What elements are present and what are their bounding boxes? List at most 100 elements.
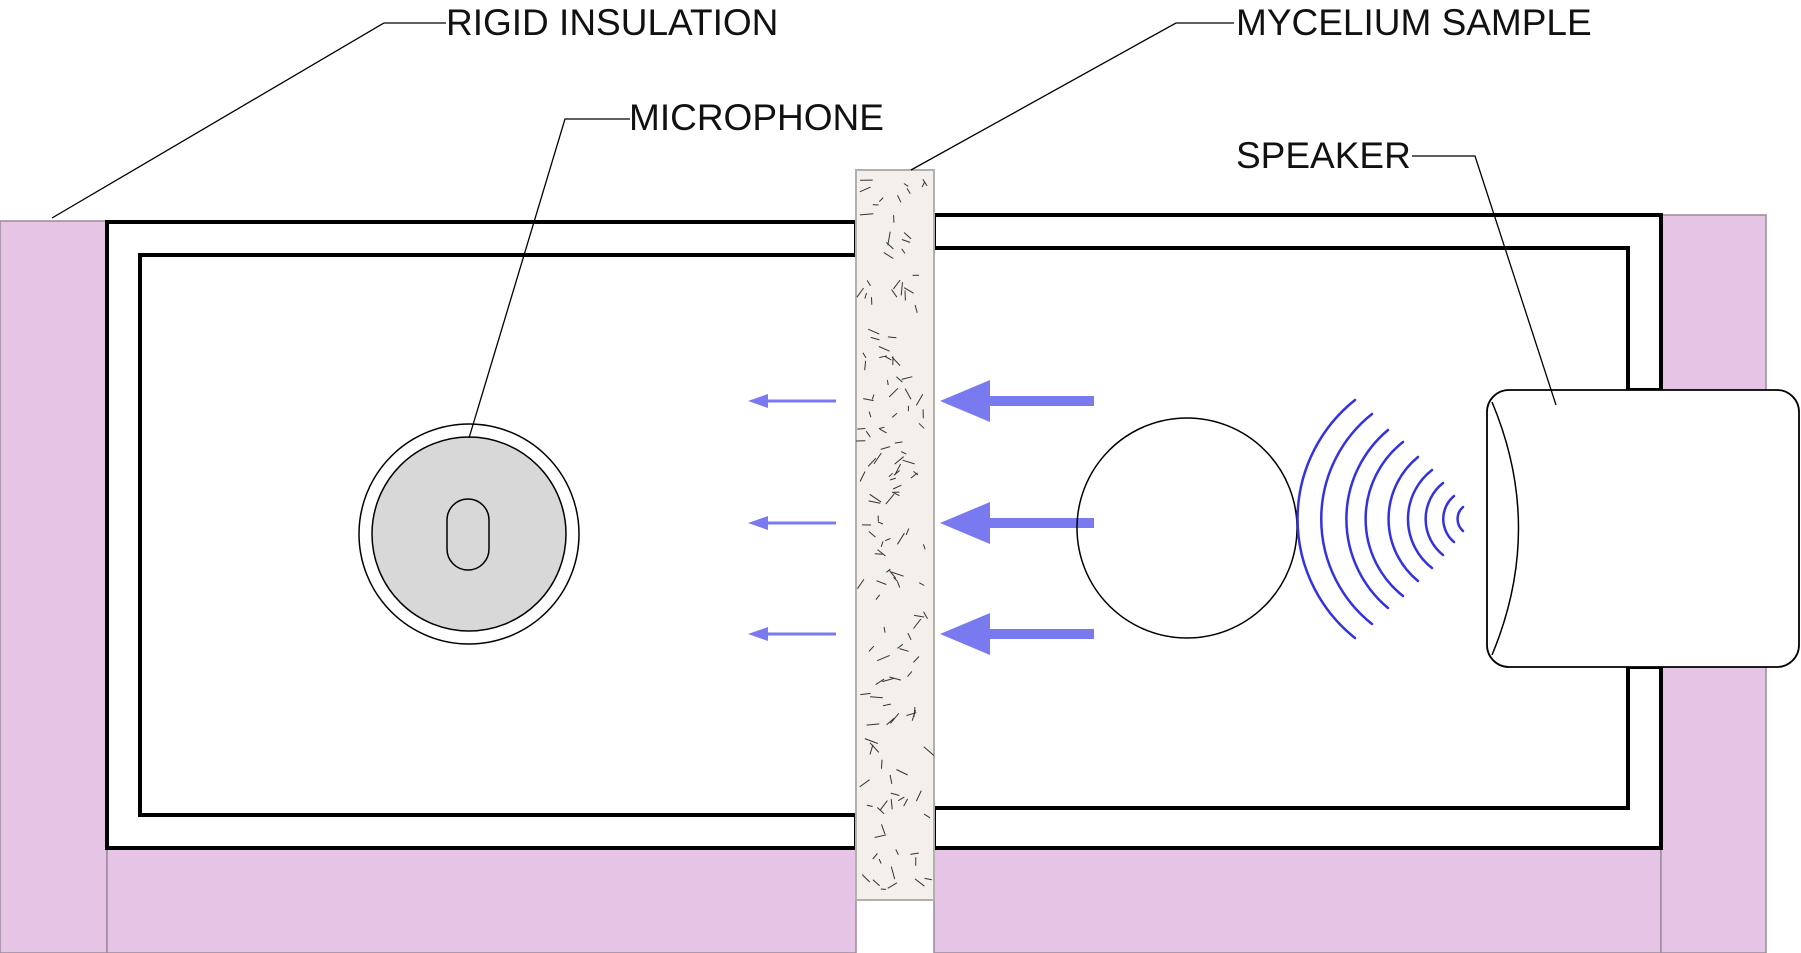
mycelium-fiber bbox=[875, 594, 881, 601]
mycelium-fiber bbox=[878, 346, 890, 352]
mycelium-fiber bbox=[856, 579, 865, 589]
mycelium-fiber bbox=[870, 696, 883, 699]
mycelium-fiber bbox=[891, 289, 898, 298]
mycelium-fiber bbox=[872, 879, 880, 887]
mycelium-fiber bbox=[868, 500, 881, 504]
mycelium-fiber bbox=[864, 360, 867, 371]
mycelium-fiber bbox=[910, 852, 919, 855]
mycelium-fiber bbox=[891, 571, 904, 577]
mycelium-fiber bbox=[861, 874, 871, 883]
mycelium-fiber bbox=[913, 471, 919, 476]
mycelium-fiber bbox=[875, 678, 885, 686]
mycelium-fiber bbox=[907, 632, 912, 641]
mycelium-fiber bbox=[859, 186, 871, 193]
mycelium-fiber bbox=[867, 457, 877, 467]
mycelium-fiber bbox=[922, 179, 928, 187]
mycelium-fiber bbox=[896, 769, 908, 776]
mycelium-fiber bbox=[893, 576, 899, 582]
mycelium-fiber bbox=[879, 428, 887, 434]
mycelium-fiber bbox=[900, 451, 907, 455]
mycelium-fiber bbox=[888, 472, 893, 478]
mycelium-fiber bbox=[893, 279, 901, 290]
mycelium-fiber bbox=[890, 712, 900, 724]
mycelium-fiber bbox=[894, 441, 903, 444]
mycelium-fiber bbox=[859, 471, 866, 482]
mycelium-fiber bbox=[878, 426, 885, 430]
mycelium-fiber bbox=[863, 398, 874, 402]
transmitted-sound-arrows bbox=[748, 394, 836, 641]
mycelium-fiber bbox=[918, 582, 925, 586]
mycelium-fiber bbox=[897, 643, 904, 649]
mycelium-fiber bbox=[922, 544, 926, 550]
mycelium-fiber bbox=[883, 252, 894, 259]
mycelium-fiber bbox=[894, 456, 905, 465]
mycelium-fiber bbox=[869, 744, 874, 755]
mycelium-fiber bbox=[923, 746, 935, 756]
mycelium-fiber bbox=[869, 742, 880, 753]
mycelium-fiber bbox=[864, 738, 878, 744]
mycelium-fiber bbox=[887, 882, 898, 889]
mycelium-fiber bbox=[906, 188, 911, 194]
mycelium-fiber bbox=[877, 549, 886, 557]
mycelium-fiber bbox=[923, 611, 928, 619]
mycelium-fiber bbox=[860, 692, 871, 696]
mycelium-fiber bbox=[914, 304, 918, 313]
mycelium-fiber bbox=[881, 824, 886, 835]
right-chamber-wall bbox=[932, 213, 1663, 392]
mycelium-fiber bbox=[896, 532, 905, 545]
mycelium-fiber bbox=[876, 807, 885, 815]
insulation-left-panel bbox=[0, 220, 108, 953]
large-arrow bbox=[940, 613, 1094, 655]
mycelium-fiber bbox=[924, 877, 932, 881]
leader-rigid-insulation bbox=[51, 22, 446, 219]
mycelium-fiber bbox=[901, 248, 906, 254]
mycelium-fiber bbox=[901, 239, 911, 243]
mycelium-fiber bbox=[884, 538, 891, 542]
mycelium-fiber bbox=[856, 287, 865, 298]
mycelium-fiber bbox=[885, 493, 895, 505]
mycelium-fiber bbox=[923, 813, 931, 819]
insulation-bottom-right-panel bbox=[933, 847, 1662, 953]
rigid-insulation bbox=[0, 214, 1767, 953]
microphone-icon bbox=[358, 423, 580, 645]
mycelium-fiber bbox=[903, 183, 909, 187]
mycelium-fiber bbox=[859, 779, 870, 788]
mycelium-fiber bbox=[866, 723, 880, 726]
mycelium-fiber bbox=[865, 430, 871, 438]
mycelium-fiber bbox=[903, 232, 912, 240]
mycelium-fiber bbox=[887, 336, 897, 339]
mycelium-fiber bbox=[874, 553, 883, 555]
mycelium-fiber bbox=[881, 759, 883, 769]
mycelium-fiber bbox=[900, 282, 903, 296]
mycelium-fiber bbox=[857, 428, 866, 430]
mycelium-fiber bbox=[915, 790, 922, 802]
leader-speaker bbox=[1412, 155, 1557, 406]
mycelium-fiber bbox=[921, 181, 926, 188]
mycelium-fiber bbox=[897, 581, 901, 588]
mycelium-fiber bbox=[883, 626, 886, 633]
mycelium-fiber bbox=[869, 493, 882, 503]
mycelium-fiber bbox=[918, 422, 925, 429]
mycelium-fiber bbox=[888, 569, 897, 579]
speaker-icon bbox=[1486, 389, 1800, 668]
label-microphone: MICROPHONE bbox=[629, 97, 884, 138]
small-arrow bbox=[748, 627, 836, 641]
mycelium-fiber bbox=[901, 376, 913, 380]
mycelium-fiber bbox=[870, 336, 880, 341]
mycelium-fiber bbox=[907, 671, 913, 677]
mycelium-fiber bbox=[885, 242, 894, 250]
mycelium-fiber bbox=[889, 676, 902, 681]
small-arrow bbox=[748, 394, 836, 408]
mycelium-fiber bbox=[880, 541, 884, 547]
label-rigid-insulation: RIGID INSULATION bbox=[446, 2, 778, 43]
mycelium-fiber bbox=[884, 355, 892, 361]
speaker-chamber-circle bbox=[1076, 417, 1298, 639]
label-speaker: SPEAKER bbox=[1236, 135, 1411, 176]
mycelium-sample bbox=[855, 169, 935, 901]
mycelium-fiber bbox=[890, 799, 893, 810]
mycelium-fiber bbox=[903, 287, 914, 294]
mycelium-fiber bbox=[888, 387, 899, 398]
incident-sound-arrows bbox=[940, 380, 1094, 655]
mycelium-fiber bbox=[880, 800, 888, 811]
